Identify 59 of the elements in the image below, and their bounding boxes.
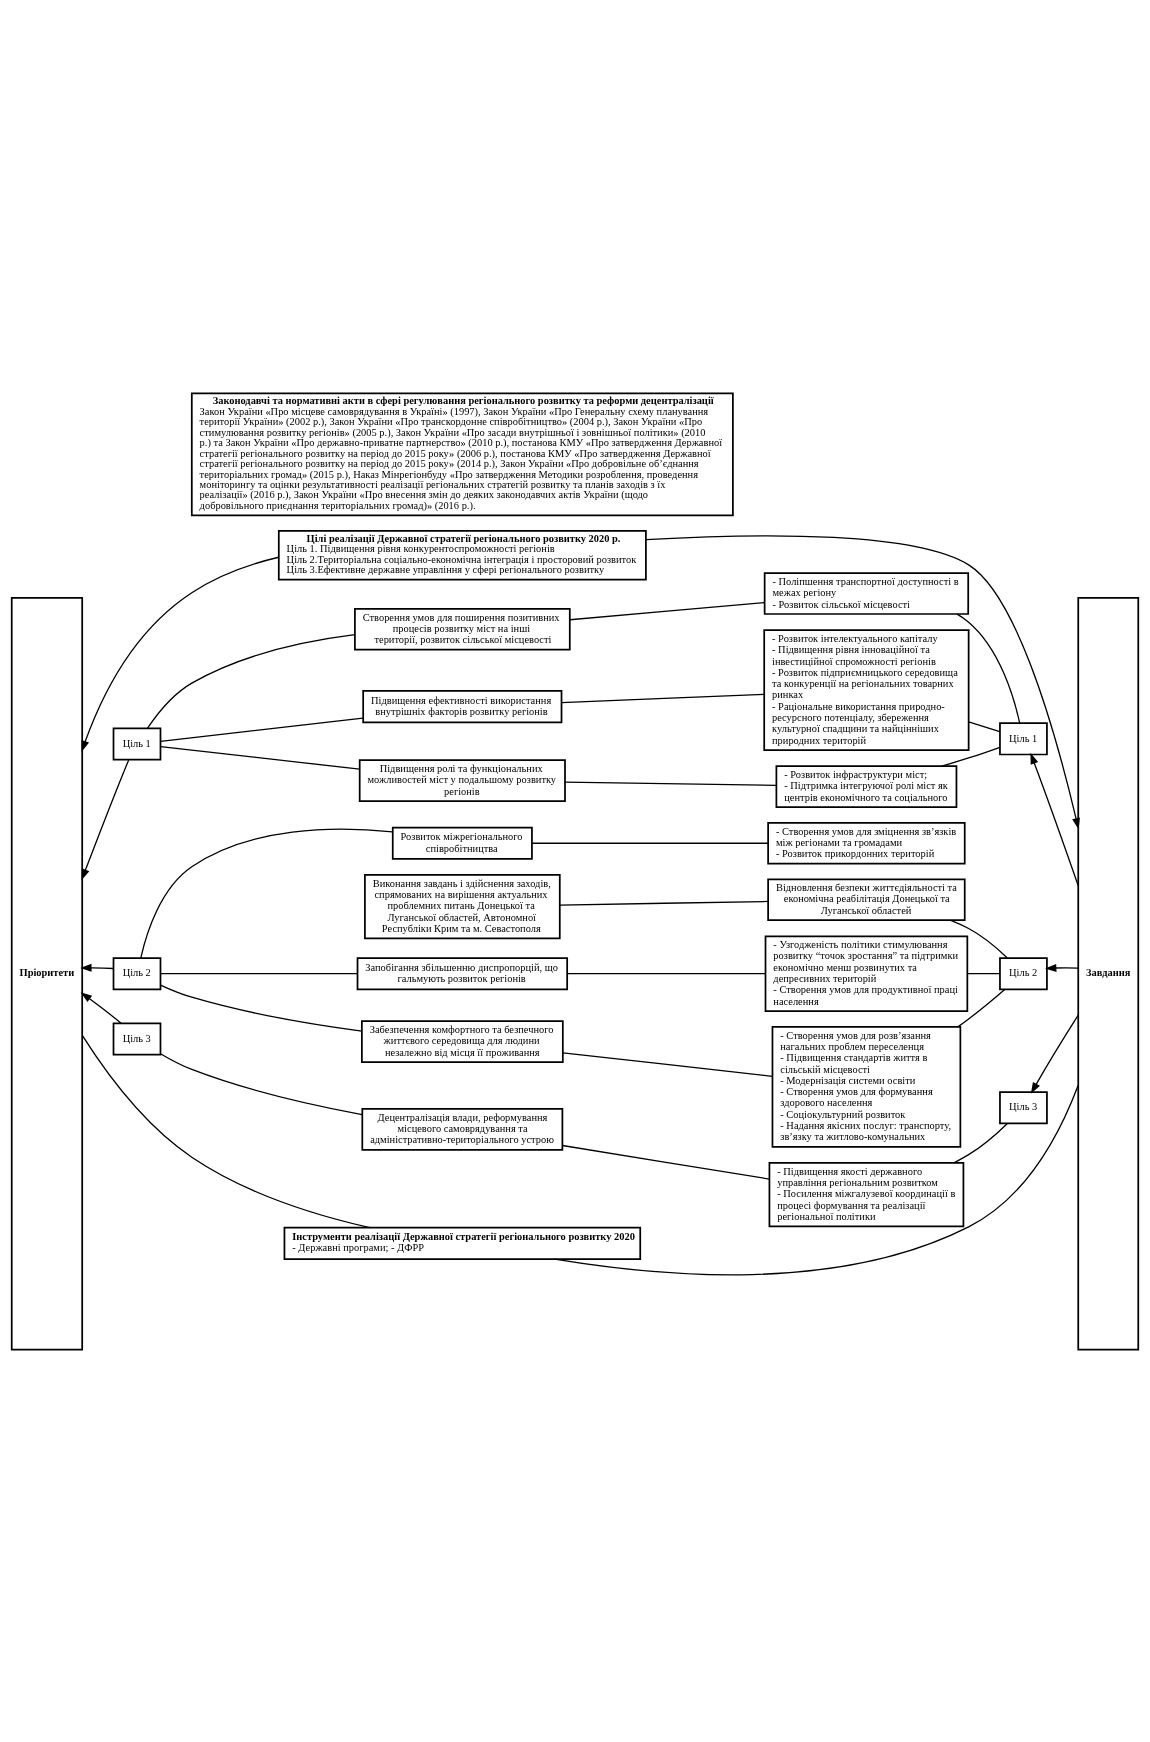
connector xyxy=(140,828,394,958)
connector xyxy=(562,1051,773,1077)
connector xyxy=(950,919,1008,959)
arrow xyxy=(80,963,115,972)
node-box: Запобігання збільшенню диспропорцій, що гальмують розвиток регіонів xyxy=(356,956,569,990)
node-box: - Узгодженість політики стимулювання розвитку “точок зростання” та підтримки економічно менш розвинутих та депресивних територій - Створення умов для продуктивної праці населення xyxy=(764,934,969,1012)
node-box: Виконання завдань і здійснення заходів, спрямованих на вирішення актуальних проблемних питань Донецької та Луганської областей, Автономної Республіки Крим та м. Севастополя xyxy=(364,873,561,939)
connector xyxy=(561,1144,770,1180)
connector xyxy=(146,633,356,729)
node-box: - Створення умов для розв’язання нагальних проблем переселенця - Підвищення стандартів життя в сільській місцевості - Модернізація системи освіти - Створення умов для формування здорового населення - Соціокультурний розвиток - Надання якісних послуг: транспорту, зв’язку та житлово-комунальних xyxy=(771,1025,962,1148)
node-box: - Поліпшення транспортної доступності в межах регіону - Розвиток сільської місцевості xyxy=(763,571,970,615)
node-box: - Підвищення якості державного управління регіональним розвитком - Посилення міжгалузевої координації в процесі формування та реалізації регіональної політики xyxy=(768,1161,965,1227)
node-box: Ціль 2 xyxy=(999,956,1048,990)
node-box: Ціль 2 xyxy=(112,956,162,990)
node-box: Завдання xyxy=(1077,596,1140,1350)
node-box: - Створення умов для зміцнення зв’язків між регіонами та громадами - Розвиток прикордонних територій xyxy=(767,821,966,865)
node-box: Ціль 1 xyxy=(112,727,162,761)
node-box: - Розвиток інтелектуального капіталу - Підвищення рівня інноваційної та інвестиційної спроможності регіонів - Розвиток підприємницького середовища та конкуренції на регіональних товарних ринках - Раціональне використання природно-ресурсного потенціалу, збереження культурної спадщини та найцінніших природних територій xyxy=(763,628,970,751)
node-box: Цілі реалізації Державної стратегії регіонального розвитку 2020 р. Ціль 1. Підвищення рівня конкурентоспроможності регіонів Ціль 2.Територіальна соціально-економічна інтеграція і просторовий розвиток Ціль 3.Ефективне державне управління у сфері регіонального розвитку xyxy=(277,529,647,580)
node-box: - Розвиток інфраструктури міст; - Підтримка інтегруючої ролі міст як центрів економічного та соціального xyxy=(775,764,958,808)
node-box: Інструменти реалізації Державної стратегії регіонального розвитку 2020 - Державні програми; - ДФРР xyxy=(283,1226,642,1260)
connector xyxy=(559,900,769,906)
connector xyxy=(966,972,1001,974)
arrow xyxy=(645,534,1080,829)
node-box: Ціль 3 xyxy=(112,1021,162,1055)
node-box: Забезпечення комфортного та безпечного життєвого середовища для людини незалежно від місця її проживання xyxy=(361,1019,564,1063)
connector xyxy=(159,1052,363,1115)
node-box: Ціль 3 xyxy=(999,1090,1048,1124)
connector xyxy=(81,1034,371,1228)
connector xyxy=(561,693,765,703)
connector xyxy=(159,983,363,1032)
arrow xyxy=(1030,752,1079,886)
node-box: Децентралізація влади, реформування місцевого самоврядування та адміністративно-територіального устрою xyxy=(361,1107,564,1151)
connector xyxy=(956,612,1021,724)
connector xyxy=(569,601,766,620)
connector xyxy=(159,716,364,742)
arrow xyxy=(80,991,122,1024)
node-box: Підвищення ефективності використання внутрішніх факторів розвитку регіонів xyxy=(362,689,563,723)
arrow xyxy=(1030,1013,1079,1094)
node-box: Законодавчі та нормативні акти в сфері регулювання регіонального розвитку та реформи децентралізації Закон України «Про місцеве самоврядування в Україні» (1997), Закон України «Про Генеральну схему планування території України» (2002 р.), Закон України «Про транскордонне співробітництво» (2004 р.), Закон України «Про стимулювання розвитку регіонів» (2005 р.), Закон України «Про засади внутрішньої і зовнішньої політики» (2010 р.) та Закон України «Про державно-приватне партнерство» (2010 р.), постанова КМУ «Про затвердження Державної стратегії регіонального розвитку на період до 2015 року» (2006 р.), постанова КМУ «Про затвердження Державної стратегії регіонального розвитку на період до 2015 року» (2014 р.), Закон України «Про добровільне об’єднання територіальних громад» (2015 р.), Наказ Мінрегіонбуду «Про затвердження Методики розроблення, проведення моніторингу та оцінки результативності реалізації регіональних стратегій розвитку та планів заходів з їх реалізації» (2016 р.), Закон України «Про внесення змін до деяких законодавчих актів України (щодо добровільного приєднання територіальних громад)» (2016 р.). xyxy=(190,392,734,516)
connector xyxy=(941,746,1001,767)
connector xyxy=(554,1084,1079,1275)
arrow xyxy=(1045,963,1079,972)
node-box: Відновлення безпеки життєдіяльності та економічна реабілітація Донецької та Луганської областей xyxy=(767,877,966,921)
arrow xyxy=(81,759,130,880)
node-box: Пріоритети xyxy=(10,596,84,1350)
connector xyxy=(953,1122,1009,1163)
connector xyxy=(957,988,1006,1027)
node-box: Ціль 1 xyxy=(999,721,1048,755)
connector xyxy=(159,745,361,770)
node-box: Підвищення ролі та функціональних можливостей міст у подальшому розвитку регіонів xyxy=(358,758,566,802)
connector xyxy=(564,781,777,786)
connector xyxy=(531,842,769,844)
node-box: Створення умов для поширення позитивних процесів розвитку міст на інші території, розвиток сільської місцевості xyxy=(354,607,571,651)
connector xyxy=(566,972,766,974)
node-box: Розвиток міжрегіонального співробітництва xyxy=(391,826,533,860)
arrow xyxy=(81,556,280,752)
connector xyxy=(159,972,358,974)
connector xyxy=(968,720,1001,732)
